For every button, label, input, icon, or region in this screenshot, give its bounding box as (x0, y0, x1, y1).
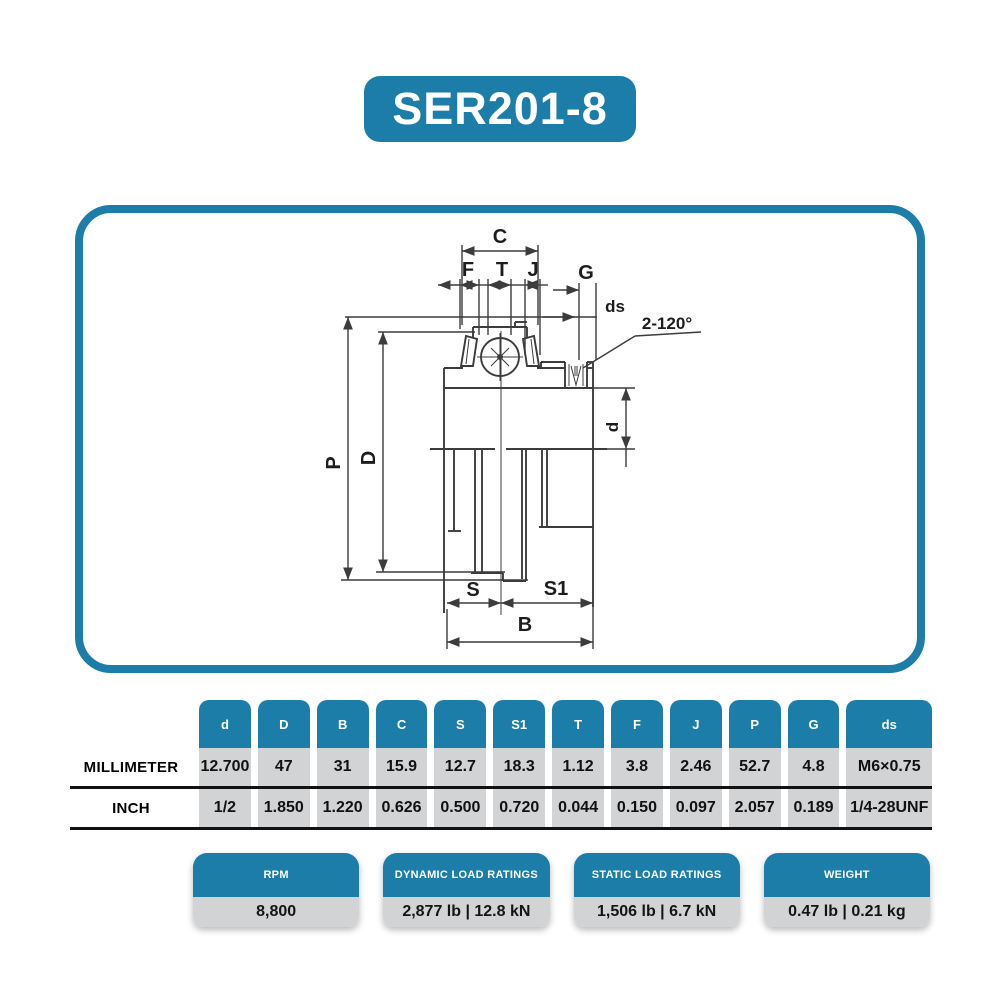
inch-value-C: 0.626 (375, 789, 428, 827)
dynamic-load-label: DYNAMIC LOAD RATINGS (383, 853, 550, 897)
setscrew-angle-label: 2-120° (642, 314, 692, 333)
dim-label-b: B (518, 614, 532, 636)
millimeter-row: MILLIMETER 12.700 47 31 15.9 12.7 18.3 1… (70, 748, 933, 786)
dynamic-load-card: DYNAMIC LOAD RATINGS 2,877 lb | 12.8 kN (383, 853, 550, 927)
col-header-S: S (434, 700, 487, 748)
inch-value-D: 1.850 (257, 789, 310, 827)
col-header-C: C (375, 700, 428, 748)
col-header-F: F (611, 700, 663, 748)
part-number-banner: SER201-8 (364, 76, 636, 142)
col-header-d: d (199, 700, 251, 748)
rpm-card: RPM 8,800 (193, 853, 360, 927)
bearing-dimension-diagram: C F T J G (323, 226, 702, 649)
mm-value-d: 12.700 (199, 748, 251, 786)
weight-card: WEIGHT 0.47 lb | 0.21 kg (763, 853, 930, 927)
mm-value-T: 1.12 (552, 748, 605, 786)
bearing-diagram-panel: C F T J G (75, 205, 925, 673)
dim-label-s1: S1 (544, 578, 568, 600)
table-separator (70, 786, 932, 789)
table-header-row: d D B C S S1 T F J P G ds (70, 700, 933, 748)
spec-cards: RPM 8,800 DYNAMIC LOAD RATINGS 2,877 lb … (193, 853, 930, 927)
inch-value-G: 0.189 (787, 789, 840, 827)
mm-value-P: 52.7 (728, 748, 781, 786)
part-number: SER201-8 (392, 83, 608, 134)
dynamic-load-value: 2,877 lb | 12.8 kN (383, 897, 550, 927)
static-load-label: STATIC LOAD RATINGS (573, 853, 740, 897)
col-header-B: B (316, 700, 369, 748)
mm-value-F: 3.8 (611, 748, 663, 786)
dim-label-s: S (466, 579, 479, 601)
dim-label-c: C (493, 226, 507, 248)
mm-value-J: 2.46 (669, 748, 722, 786)
static-load-card: STATIC LOAD RATINGS 1,506 lb | 6.7 kN (573, 853, 740, 927)
col-header-J: J (669, 700, 722, 748)
inch-value-J: 0.097 (669, 789, 722, 827)
dim-label-j: J (527, 259, 538, 281)
col-header-S1: S1 (493, 700, 546, 748)
rpm-card-label: RPM (193, 853, 360, 897)
inch-value-ds: 1/4-28UNF (846, 789, 933, 827)
table-corner-cell (70, 700, 192, 748)
mm-value-C: 15.9 (375, 748, 428, 786)
inch-value-F: 0.150 (611, 789, 663, 827)
row-label-millimeter: MILLIMETER (83, 758, 179, 776)
dim-label-p: P (323, 456, 345, 469)
inch-value-T: 0.044 (552, 789, 605, 827)
mm-value-ds: M6×0.75 (846, 748, 933, 786)
dim-label-g: G (578, 262, 594, 284)
dimension-table: d D B C S S1 T F J P G ds MILLIMETER 12.… (70, 700, 933, 830)
table-separator (70, 827, 932, 830)
static-load-value: 1,506 lb | 6.7 kN (573, 897, 740, 927)
weight-card-value: 0.47 lb | 0.21 kg (763, 897, 930, 927)
inch-value-d: 1/2 (199, 789, 251, 827)
col-header-P: P (728, 700, 781, 748)
inch-value-S: 0.500 (434, 789, 487, 827)
col-header-T: T (552, 700, 605, 748)
mm-value-B: 31 (316, 748, 369, 786)
dim-label-ds: ds (605, 297, 625, 316)
row-label-inch: INCH (112, 799, 150, 817)
weight-card-label: WEIGHT (763, 853, 930, 897)
inch-row: INCH 1/2 1.850 1.220 0.626 0.500 0.720 0… (70, 789, 933, 827)
mm-value-D: 47 (257, 748, 310, 786)
dim-label-d-outer: D (358, 451, 380, 465)
inch-value-S1: 0.720 (493, 789, 546, 827)
dim-label-t: T (496, 259, 508, 281)
inch-value-P: 2.057 (728, 789, 781, 827)
rpm-card-value: 8,800 (193, 897, 360, 927)
mm-value-S: 12.7 (434, 748, 487, 786)
col-header-G: G (787, 700, 840, 748)
mm-value-G: 4.8 (787, 748, 840, 786)
mm-value-S1: 18.3 (493, 748, 546, 786)
dim-label-f: F (462, 259, 474, 281)
inch-value-B: 1.220 (316, 789, 369, 827)
col-header-ds: ds (846, 700, 933, 748)
col-header-D: D (257, 700, 310, 748)
dim-label-d-bore: d (603, 422, 622, 432)
